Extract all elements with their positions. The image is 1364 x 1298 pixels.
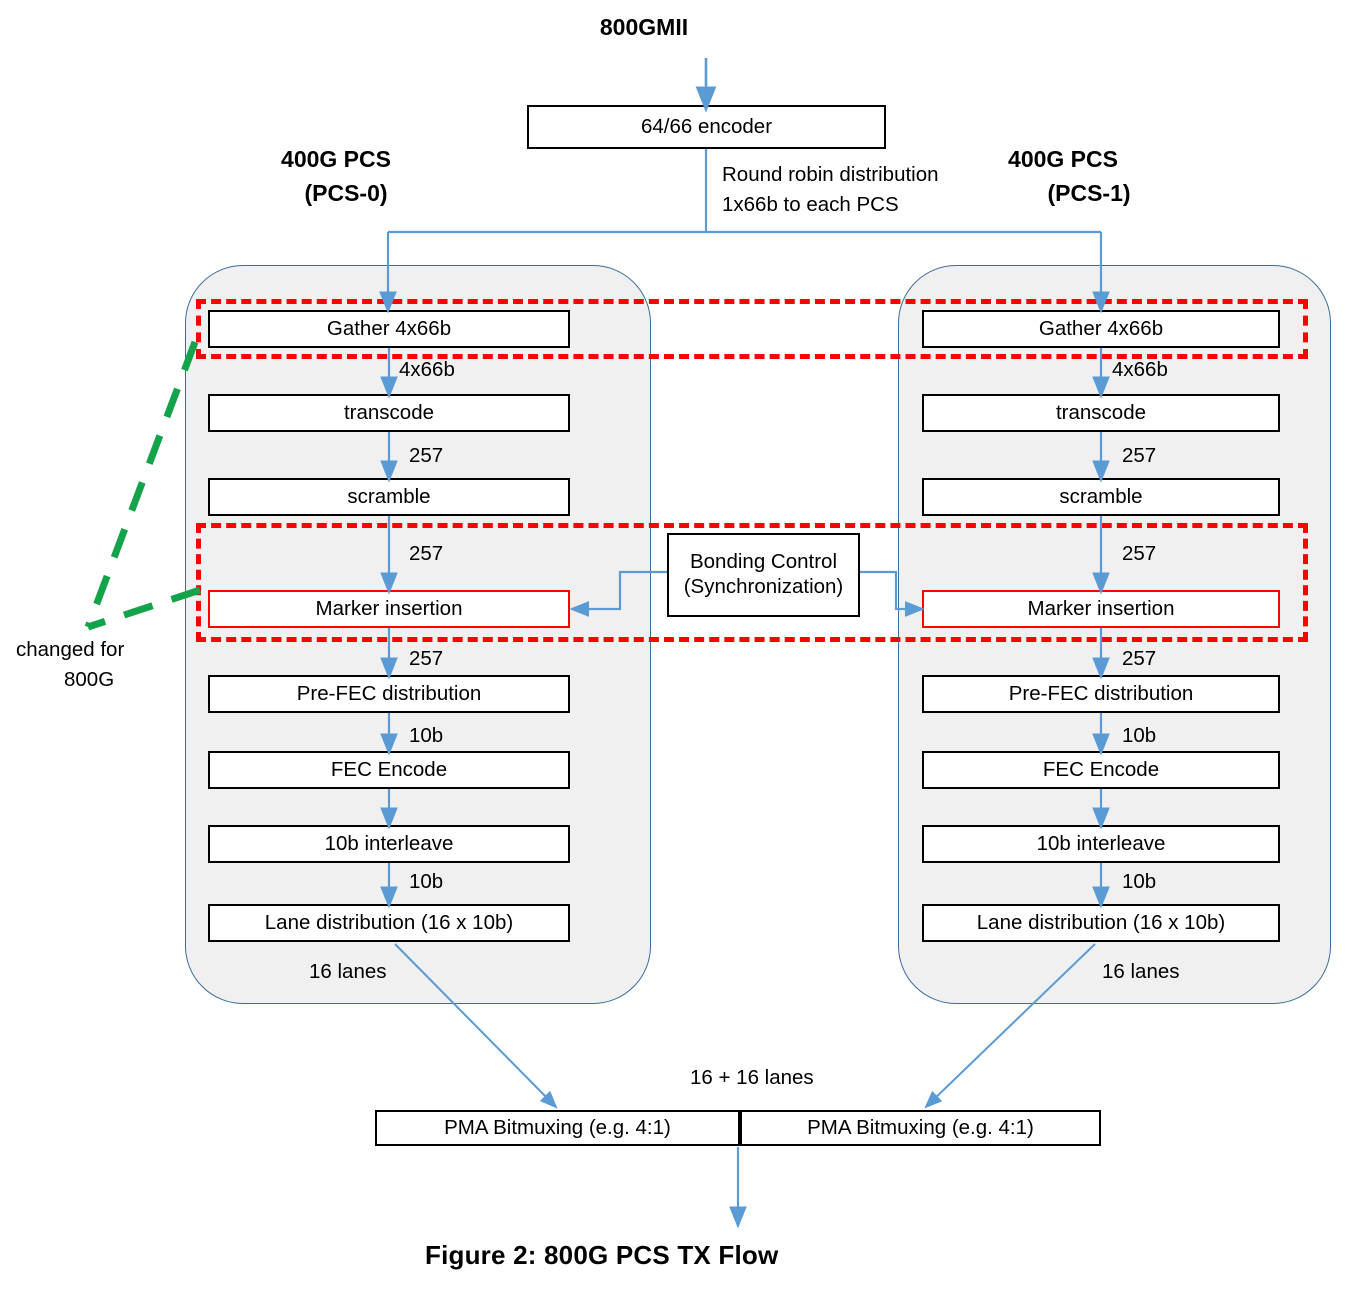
pcs1-edge-label-0: 4x66b [1112, 358, 1168, 381]
pcs0-stage-10b-interleave: 10b interleave [208, 825, 570, 863]
pcs1-title-line2: (PCS-1) [1047, 180, 1131, 206]
pcs0-title-line1: 400G PCS [281, 146, 391, 172]
lanes-note: 16 + 16 lanes [690, 1066, 814, 1089]
pcs1-stage-scramble: scramble [922, 478, 1280, 516]
pcs0-edge-label-3: 257 [409, 647, 444, 670]
pcs1-stage-10b-interleave: 10b interleave [922, 825, 1280, 863]
bonding-control-box: Bonding Control (Synchronization) [667, 533, 860, 617]
pcs0-container [185, 265, 651, 1004]
pcs0-edge-label-4: 10b [409, 724, 444, 747]
pcs0-edge-label-1: 257 [409, 444, 444, 467]
changed-note-line2: 800G [64, 668, 115, 691]
pcs1-edge-label-6: 10b [1122, 870, 1157, 893]
pcs1-stage-transcode: transcode [922, 394, 1280, 432]
pcs0-title-line2: (PCS-0) [304, 180, 388, 206]
round-robin-note-line1: Round robin distribution [722, 163, 939, 186]
pcs1-edge-label-3: 257 [1122, 647, 1157, 670]
page-title: 800GMII [599, 14, 689, 40]
pma-bitmuxing-right: PMA Bitmuxing (e.g. 4:1) [740, 1110, 1101, 1146]
pcs1-stage-gather: Gather 4x66b [922, 310, 1280, 348]
pcs0-edge-label-2: 257 [409, 542, 444, 565]
pcs1-edge-label-4: 10b [1122, 724, 1157, 747]
pcs0-edge-label-0: 4x66b [399, 358, 455, 381]
round-robin-note-line2: 1x66b to each PCS [722, 193, 899, 216]
arrow-bonding-to-pcs1-marker [860, 570, 925, 617]
pcs1-container [898, 265, 1331, 1004]
green-pointer-marker [86, 586, 202, 631]
arrow-pcs1-to-pma [924, 943, 1096, 1109]
arrow-bonding-to-pcs0-marker [569, 570, 667, 617]
arrow-pcs0-to-pma [394, 943, 558, 1109]
changed-note-line1: changed for [16, 638, 125, 661]
pcs0-stage-marker-insertion: Marker insertion [208, 590, 570, 628]
pcs0-stage-pre-fec-distribution: Pre-FEC distribution [208, 675, 570, 713]
pcs0-footer-lanes: 16 lanes [309, 960, 387, 983]
pma-bitmuxing-left: PMA Bitmuxing (e.g. 4:1) [375, 1110, 740, 1146]
green-pointer-gather [84, 340, 199, 629]
bonding-control-line2: (Synchronization) [683, 575, 844, 598]
pcs0-stage-scramble: scramble [208, 478, 570, 516]
pcs1-stage-pre-fec-distribution: Pre-FEC distribution [922, 675, 1280, 713]
pcs0-stage-gather: Gather 4x66b [208, 310, 570, 348]
pcs1-edge-label-2: 257 [1122, 542, 1157, 565]
pcs1-stage-marker-insertion: Marker insertion [922, 590, 1280, 628]
figure-caption: Figure 2: 800G PCS TX Flow [425, 1240, 779, 1270]
pcs1-footer-lanes: 16 lanes [1102, 960, 1180, 983]
pcs1-title-line1: 400G PCS [1008, 146, 1118, 172]
bonding-control-line1: Bonding Control [689, 550, 837, 574]
pcs0-edge-label-6: 10b [409, 870, 444, 893]
pcs1-edge-label-1: 257 [1122, 444, 1157, 467]
